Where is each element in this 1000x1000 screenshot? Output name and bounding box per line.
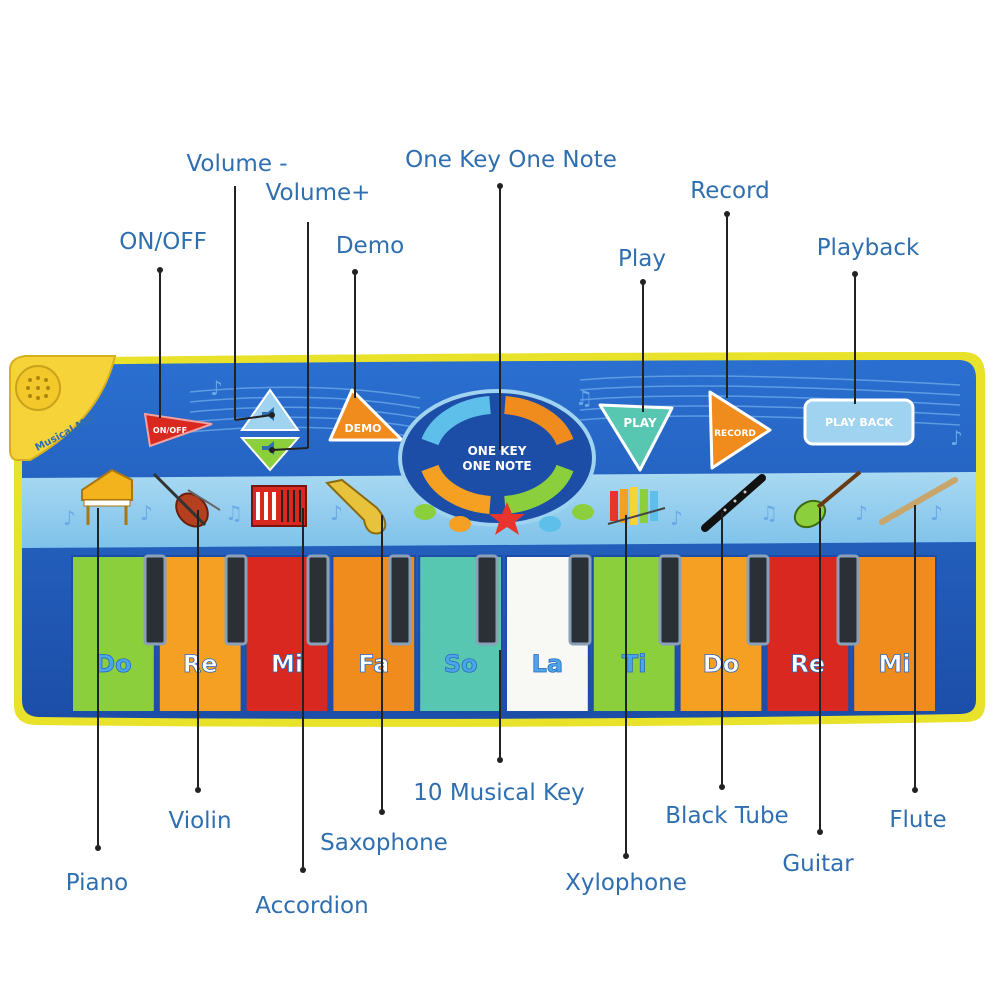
piano-key-label: Mi — [271, 650, 303, 678]
piano-key-label: Re — [183, 650, 218, 678]
on-off-label: ON/OFF — [153, 426, 187, 435]
callout-accordion: Accordion — [255, 893, 369, 919]
svg-text:♪: ♪ — [210, 376, 223, 400]
playback-label: PLAY BACK — [825, 416, 893, 429]
xylophone-icon — [607, 487, 666, 525]
black-key-1[interactable] — [143, 554, 167, 646]
star-button — [489, 502, 525, 535]
callout-musical-key: 10 Musical Key — [413, 780, 585, 806]
guitar-icon — [793, 470, 862, 529]
one-key-label: ONE KEY — [468, 444, 527, 458]
svg-text:♫: ♫ — [760, 501, 778, 525]
black-key-2[interactable] — [224, 554, 248, 646]
demo-button[interactable] — [328, 388, 404, 442]
piano-key-label: Do — [95, 650, 131, 678]
callout-volume-down: Volume - — [186, 151, 288, 177]
callout-one-key-one-note: One Key One Note — [405, 147, 617, 173]
black-key-3[interactable] — [306, 554, 330, 646]
callout-playback: Playback — [816, 235, 920, 261]
violin-icon — [152, 472, 221, 528]
svg-text:♪: ♪ — [330, 501, 343, 525]
piano-key-label: Mi — [879, 650, 911, 678]
svg-text:♫: ♫ — [225, 501, 243, 525]
play-button[interactable] — [598, 403, 674, 472]
svg-text:♫: ♫ — [575, 386, 593, 410]
callout-demo: Demo — [335, 233, 405, 259]
black-tube-icon — [701, 474, 766, 532]
svg-text:♪: ♪ — [140, 501, 153, 525]
leader-lines — [95, 183, 918, 873]
callout-play: Play — [618, 246, 666, 272]
one-key-one-note-panel[interactable] — [398, 389, 596, 527]
piano-key-10[interactable] — [852, 555, 938, 713]
callout-volume-up: Volume+ — [265, 180, 371, 206]
piano-key-label: Fa — [358, 650, 389, 678]
piano-key-label: So — [444, 650, 478, 678]
black-key-5[interactable] — [475, 554, 499, 646]
on-off-button[interactable] — [143, 412, 213, 448]
callout-xylophone: Xylophone — [565, 870, 687, 896]
piano-key-1[interactable] — [71, 555, 156, 713]
callout-on-off: ON/OFF — [119, 229, 207, 255]
callout-saxophone: Saxophone — [320, 830, 448, 856]
callout-record: Record — [690, 178, 770, 204]
piano-key-label: La — [532, 650, 564, 678]
svg-text:♪: ♪ — [855, 501, 868, 525]
black-key-7[interactable] — [658, 554, 682, 646]
music-note-icons: ♪ ♪ ♫ ♪ ♪ ♫ ♪ ♪ ♪ ♫ ♪ — [63, 376, 963, 530]
svg-text:♪: ♪ — [63, 506, 76, 530]
piano-black-keys — [143, 554, 860, 646]
flute-icon — [879, 477, 958, 525]
piano-icon — [81, 468, 133, 525]
record-button[interactable] — [708, 390, 772, 470]
svg-text:♪: ♪ — [950, 426, 963, 450]
black-key-6[interactable] — [568, 554, 592, 646]
record-label: RECORD — [714, 429, 756, 439]
callout-flute: Flute — [889, 807, 947, 833]
callout-black-tube: Black Tube — [665, 803, 789, 829]
playback-button[interactable] — [803, 398, 915, 446]
one-note-label: ONE NOTE — [462, 459, 531, 473]
svg-text:♪: ♪ — [930, 501, 943, 525]
callout-guitar: Guitar — [782, 851, 854, 877]
demo-label: DEMO — [345, 422, 382, 435]
callout-piano: Piano — [65, 870, 129, 896]
black-key-8[interactable] — [746, 554, 770, 646]
accordion-icon — [251, 485, 307, 527]
callout-violin: Violin — [168, 808, 232, 834]
speaker-corner — [9, 355, 117, 461]
black-key-4[interactable] — [388, 554, 412, 646]
mode-dots[interactable] — [414, 502, 594, 535]
black-key-9[interactable] — [836, 554, 860, 646]
svg-text:♪: ♪ — [670, 506, 683, 530]
play-label: PLAY — [623, 416, 657, 430]
saxophone-icon — [324, 478, 387, 535]
